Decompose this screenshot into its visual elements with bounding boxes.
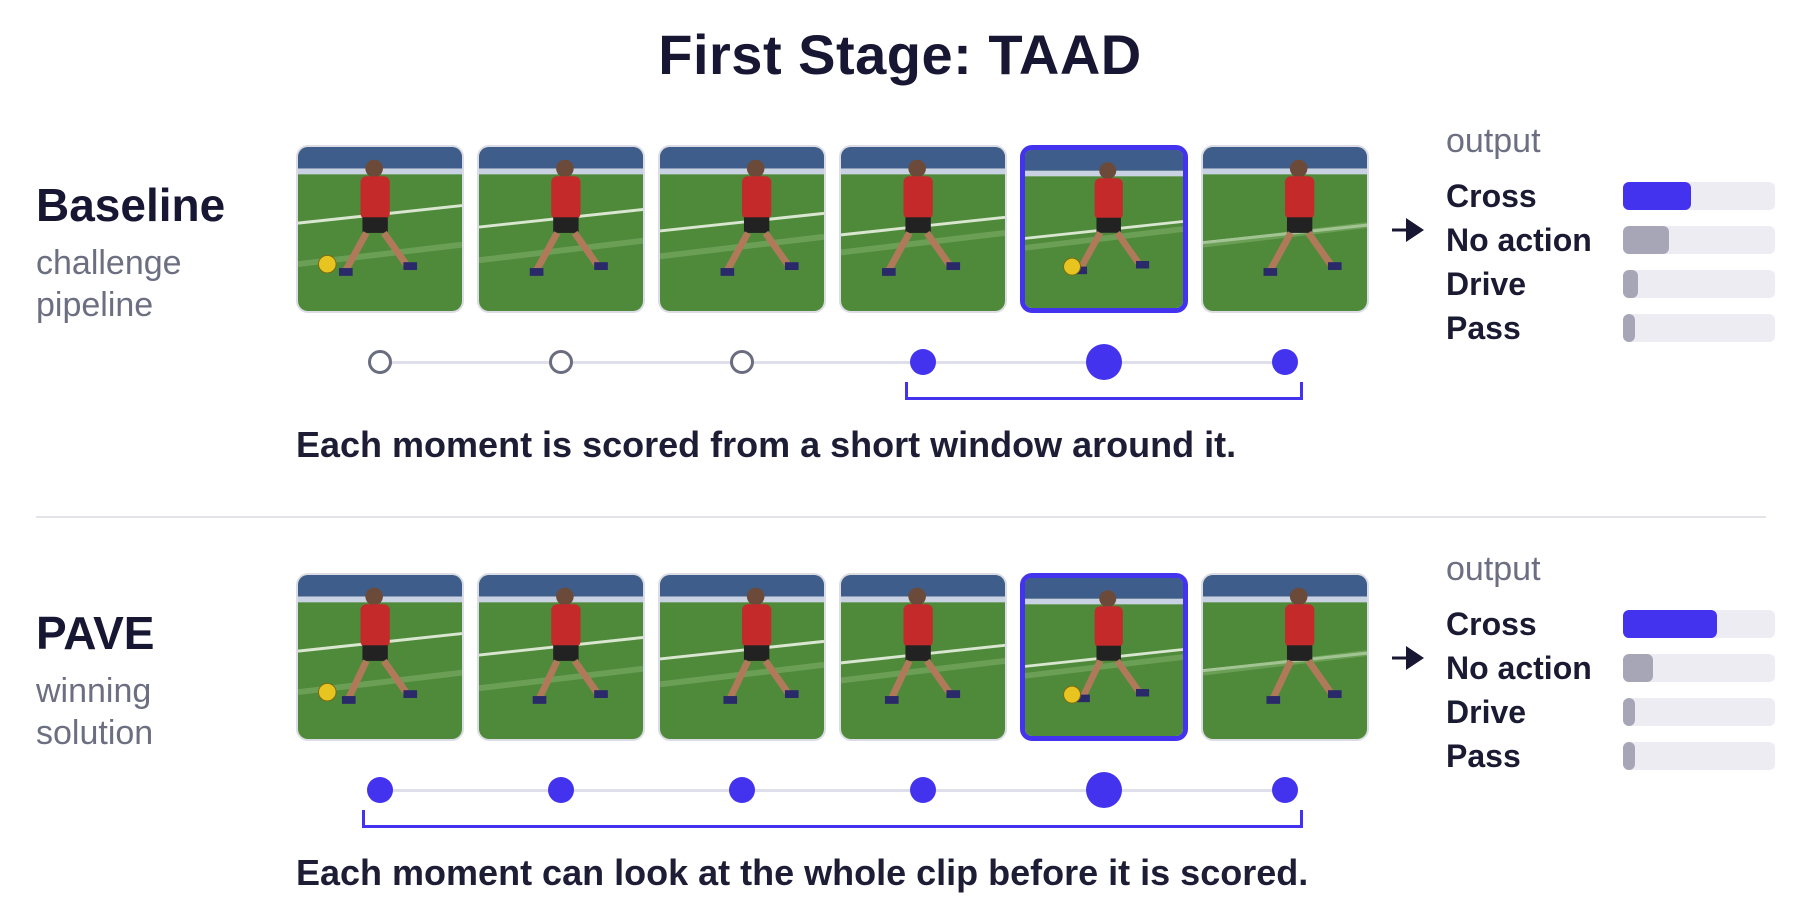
arrow-right-icon (1392, 646, 1424, 670)
timeline-line (380, 361, 1285, 364)
section-name: PAVE (36, 607, 155, 659)
timeline-dot-open (730, 350, 754, 374)
output-label: No action (1446, 650, 1592, 686)
output-bar-track (1623, 698, 1775, 726)
frame-2 (477, 573, 645, 741)
output-heading: output (1446, 122, 1541, 160)
timeline-dot-filled (729, 777, 755, 803)
output-bar-fill (1623, 314, 1636, 342)
section-subtitle-line-2: solution (36, 714, 154, 752)
output-heading: output (1446, 550, 1541, 588)
frame-2 (477, 145, 645, 313)
frame-4 (839, 145, 1007, 313)
frame-5-selected (1020, 145, 1188, 313)
output-label: Pass (1446, 738, 1521, 774)
frame-3 (658, 573, 826, 741)
output-bar-track (1623, 226, 1775, 254)
output-bar-track (1623, 654, 1775, 682)
frame-1 (296, 145, 464, 313)
output-label: Pass (1446, 310, 1521, 346)
caption: Each moment is scored from a short windo… (296, 424, 1237, 465)
output-bar-track (1623, 270, 1775, 298)
output-bar-track (1623, 314, 1775, 342)
context-window-bracket (362, 810, 1303, 828)
frame-5-selected (1020, 573, 1188, 741)
output-bar-fill (1623, 610, 1718, 638)
frame-1 (296, 573, 464, 741)
section-divider (36, 516, 1766, 518)
context-window-bracket (905, 382, 1303, 400)
timeline-dot-open (549, 350, 573, 374)
output-bar-fill (1623, 182, 1692, 210)
caption: Each moment can look at the whole clip b… (296, 852, 1309, 893)
section-pave: PAVE winning solution Each moment can lo… (0, 428, 1800, 893)
frame-3 (658, 145, 826, 313)
timeline-dot-filled (910, 349, 936, 375)
arrow-right-icon (1392, 218, 1424, 242)
timeline-dot-filled (1272, 777, 1298, 803)
timeline-dot-filled (1272, 349, 1298, 375)
timeline-dot-filled-large (1086, 344, 1122, 380)
output-bar-track (1623, 742, 1775, 770)
output-label: Drive (1446, 694, 1527, 730)
section-name: Baseline (36, 179, 226, 231)
timeline-dot-filled (367, 777, 393, 803)
timeline-dot-filled (548, 777, 574, 803)
section-subtitle-line-1: winning (36, 672, 152, 710)
timeline-line (380, 789, 1285, 792)
section-baseline: Baseline challenge pipeline Each moment … (0, 0, 1800, 465)
output-bar-fill (1623, 270, 1639, 298)
output-bar-track (1623, 182, 1775, 210)
timeline-dot-filled-large (1086, 772, 1122, 808)
output-label: Cross (1446, 606, 1537, 642)
section-subtitle-line-1: challenge (36, 244, 182, 282)
output-bar-fill (1623, 698, 1635, 726)
output-bar-track (1623, 610, 1775, 638)
output-label: Drive (1446, 266, 1527, 302)
output-bar-fill (1623, 742, 1635, 770)
frame-4 (839, 573, 1007, 741)
frame-6 (1201, 145, 1369, 313)
section-subtitle-line-2: pipeline (36, 286, 154, 324)
output-bar-fill (1623, 226, 1669, 254)
timeline-dot-open (368, 350, 392, 374)
output-label: No action (1446, 222, 1592, 258)
timeline-dot-filled (910, 777, 936, 803)
frame-6 (1201, 573, 1369, 741)
output-bar-fill (1623, 654, 1654, 682)
page-title: First Stage: TAAD (658, 23, 1142, 86)
output-label: Cross (1446, 178, 1537, 214)
